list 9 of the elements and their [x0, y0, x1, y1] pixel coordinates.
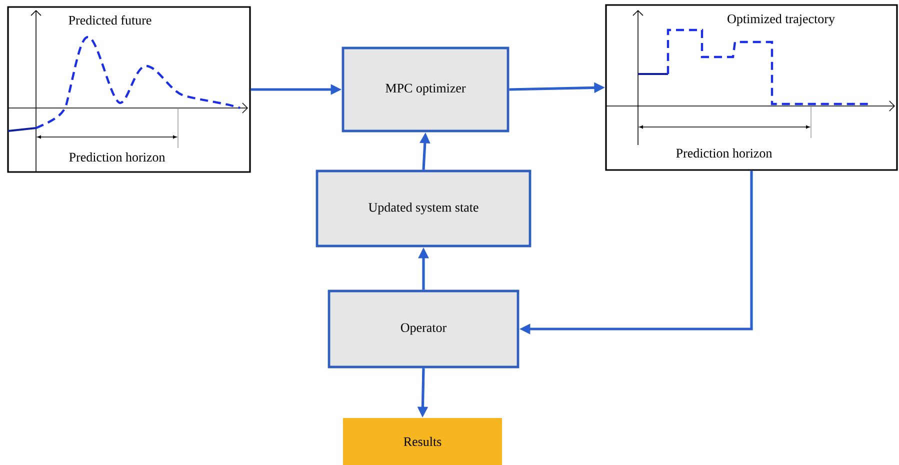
chart-panel — [605, 4, 898, 171]
axis-label: Prediction horizon — [676, 148, 772, 158]
chart-title: Optimized trajectory — [728, 14, 835, 26]
process-box: Operator — [328, 290, 520, 368]
axis-label: Prediction horizon — [69, 152, 166, 162]
process-box: MPC optimizer — [342, 46, 510, 132]
process-box: Updated system state — [316, 170, 532, 248]
result-box: Results — [343, 418, 502, 465]
chart-title: Predicted future — [68, 15, 152, 25]
